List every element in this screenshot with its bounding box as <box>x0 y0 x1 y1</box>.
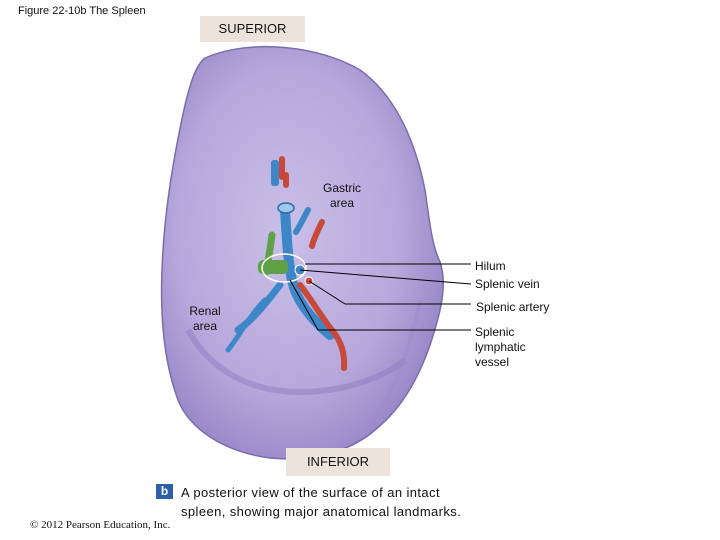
hilum-label: Hilum <box>475 259 506 273</box>
figure-title: Figure 22-10b The Spleen <box>18 5 146 17</box>
splenic-vein-trunk <box>280 205 335 340</box>
spleen-ridge <box>185 328 407 396</box>
gastric-line-2: area <box>329 196 355 210</box>
lymph-line-3: vessel <box>475 355 510 369</box>
leader-splenic-artery <box>308 280 346 305</box>
copyright-notice: © 2012 Pearson Education, Inc. <box>30 519 171 531</box>
renal-area-label: Renal area <box>184 304 226 334</box>
leader-splenic-vein <box>299 269 472 285</box>
renal-line-2: area <box>192 319 218 333</box>
upper-artery-stub-2 <box>283 172 289 188</box>
lymph-line-1: Splenic <box>475 325 515 339</box>
caption-badge: b <box>156 484 173 499</box>
upper-vein-stub <box>271 160 279 186</box>
vein-branch-up <box>293 207 311 235</box>
vein-opening-top <box>277 202 295 214</box>
artery-upper <box>309 219 325 249</box>
lymph-node <box>258 260 288 274</box>
inferior-label: INFERIOR <box>286 448 390 476</box>
splenic-lymphatic-label: Splenic lymphatic vessel <box>475 325 526 370</box>
splenic-artery-label: Splenic artery <box>476 300 550 314</box>
gastric-area-label: Gastric area <box>318 181 366 211</box>
caption-line-1: A posterior view of the surface of an in… <box>181 485 440 500</box>
lymph-line-2: lymphatic <box>475 340 526 354</box>
figure-caption: A posterior view of the surface of an in… <box>181 483 541 521</box>
caption-line-2: spleen, showing major anatomical landmar… <box>181 504 462 519</box>
splenic-vein-label: Splenic vein <box>475 277 540 291</box>
spleen-body <box>160 45 445 460</box>
hilum-outline <box>261 253 307 283</box>
renal-line-1: Renal <box>189 304 221 318</box>
spleen-lobe-edge <box>370 299 422 422</box>
superior-label: SUPERIOR <box>200 16 305 42</box>
gastric-line-1: Gastric <box>322 181 361 195</box>
leader-lymphatic <box>289 279 319 331</box>
vein-branch-left-2 <box>225 297 268 353</box>
